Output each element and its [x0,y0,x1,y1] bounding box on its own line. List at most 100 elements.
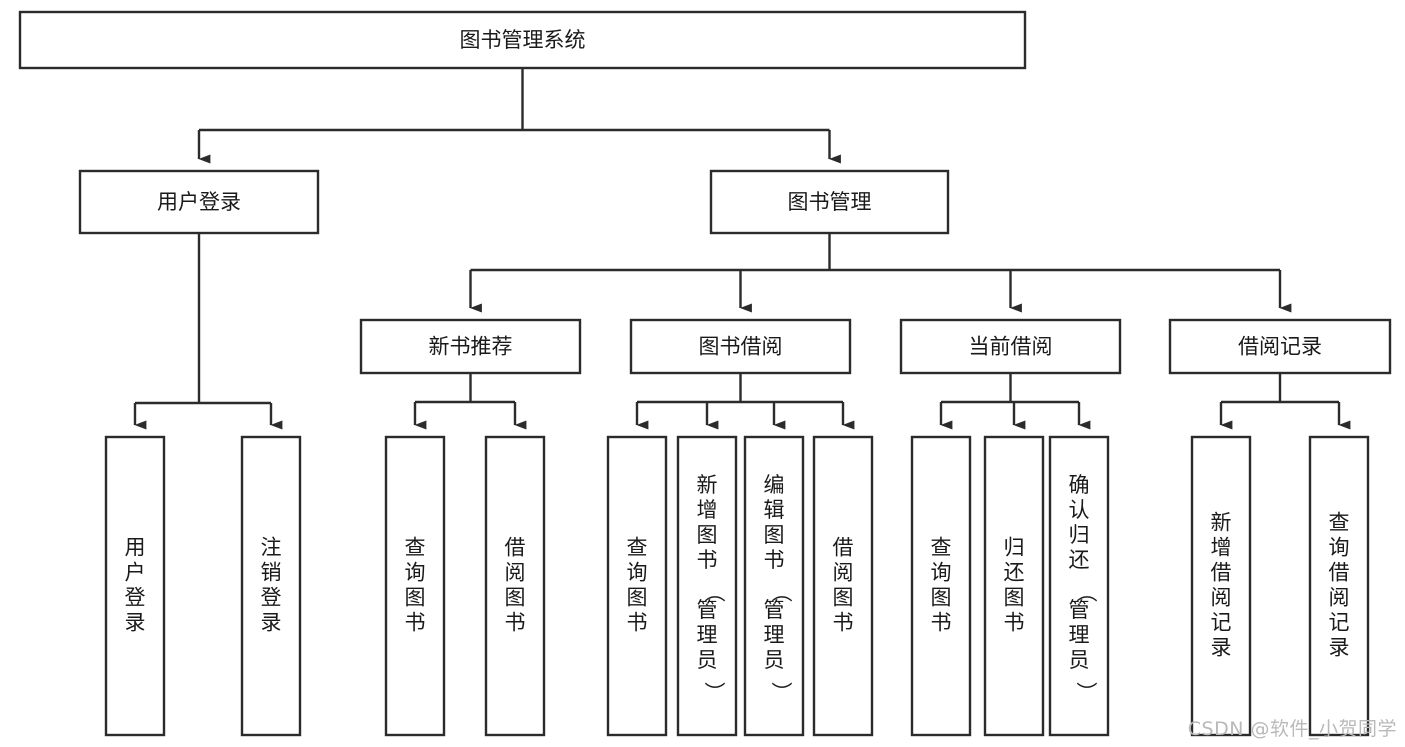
node-label-new-book-rec: 新书推荐 [429,335,513,359]
node-layer: 图书管理系统用户登录图书管理新书推荐图书借阅当前借阅借阅记录用户登录注销登录查询… [18,10,1392,737]
node-label-char: 阅 [505,561,526,585]
connector-group-root [197,68,841,164]
node-box-leaf-return-book [983,435,1045,737]
node-label-char: 户 [125,561,146,585]
node-label-char: 图 [1004,586,1025,610]
node-label-char: 用 [125,536,146,560]
node-new-book-rec[interactable]: 新书推荐 [359,318,582,375]
node-label-current-borrow: 当前借阅 [969,335,1053,359]
node-label-char: 书 [405,611,426,635]
node-label-char: 录 [1329,636,1350,660]
node-label-char: 书 [505,611,526,635]
node-box-current-borrow [899,318,1122,375]
node-label-char: 书 [697,548,718,572]
node-label-root: 图书管理系统 [460,28,586,52]
node-box-leaf-borrow-book-2 [812,435,874,737]
node-label-char: 阅 [1329,586,1350,610]
node-label-char: 图 [697,523,718,547]
node-label-char: 书 [931,611,952,635]
node-label-char: 书 [764,548,785,572]
node-label-char: 书 [833,611,854,635]
node-label-char: 员 [1069,648,1090,672]
node-label-char: （ [1074,582,1098,603]
connector-layer [133,68,1351,430]
node-label-char: 登 [261,586,282,610]
node-label-char: 管 [697,598,718,622]
node-label-char: 注 [261,536,282,560]
node-box-borrow-record [1168,318,1392,375]
node-book-borrow[interactable]: 图书借阅 [629,318,852,375]
node-label-char: ） [1074,682,1098,703]
node-label-char: 理 [1069,623,1090,647]
node-label-char: 新 [697,473,718,497]
node-label-char: 编 [764,473,785,497]
node-label-char: 增 [1211,536,1232,560]
node-box-user-login [78,169,320,235]
connector-group-book-borrow [635,373,855,430]
node-root[interactable]: 图书管理系统 [18,10,1027,70]
node-borrow-record[interactable]: 借阅记录 [1168,318,1392,375]
node-label-char: 图 [764,523,785,547]
node-label-char: 确 [1069,473,1090,497]
node-label-borrow-record: 借阅记录 [1238,335,1322,359]
node-label-char: 还 [1004,561,1025,585]
node-label-char: 还 [1069,548,1090,572]
node-label-char: 归 [1069,523,1090,547]
node-label-char: 增 [697,498,718,522]
node-label-char: 查 [1329,511,1350,535]
connector-group-borrow-record [1219,373,1351,430]
node-label-char: 图 [405,586,426,610]
node-label-char: 理 [697,623,718,647]
node-box-book-borrow [629,318,852,375]
connector-group-new-book-rec [413,373,527,430]
node-label-char: ） [702,682,726,703]
node-box-leaf-user-login [104,435,166,737]
node-current-borrow[interactable]: 当前借阅 [899,318,1122,375]
node-box-leaf-borrow-book-1 [484,435,546,737]
node-label-char: 借 [505,536,526,560]
node-box-leaf-add-record [1190,435,1252,737]
node-label-char: 录 [1211,636,1232,660]
node-label-char: 询 [1329,536,1350,560]
node-label-char: 认 [1069,498,1090,522]
node-label-char: 归 [1004,536,1025,560]
node-label-char: 登 [125,586,146,610]
node-label-char: 图 [627,586,648,610]
node-label-char: 理 [764,623,785,647]
node-label-char: 员 [764,648,785,672]
node-label-book-borrow: 图书借阅 [699,335,783,359]
node-label-char: 记 [1211,611,1232,635]
node-leaf-user-login[interactable]: 用户登录 [104,435,166,737]
node-label-char: 员 [697,648,718,672]
node-label-char: 查 [405,536,426,560]
node-label-char: 借 [1329,561,1350,585]
node-box-leaf-query-record [1308,435,1370,737]
node-label-char: ） [769,682,793,703]
node-book-manage[interactable]: 图书管理 [709,169,950,235]
node-box-root [18,10,1027,70]
node-box-leaf-confirm-return [1048,435,1110,737]
node-label-char: 询 [931,561,952,585]
node-label-char: 询 [627,561,648,585]
node-label-char: 询 [405,561,426,585]
connector-group-book-manage [469,233,1292,313]
connector-group-current-borrow [939,373,1091,430]
node-label-char: 借 [833,536,854,560]
node-label-char: 图 [833,586,854,610]
node-label-char: （ [702,582,726,603]
node-user-login[interactable]: 用户登录 [78,169,320,235]
node-label-char: （ [769,582,793,603]
